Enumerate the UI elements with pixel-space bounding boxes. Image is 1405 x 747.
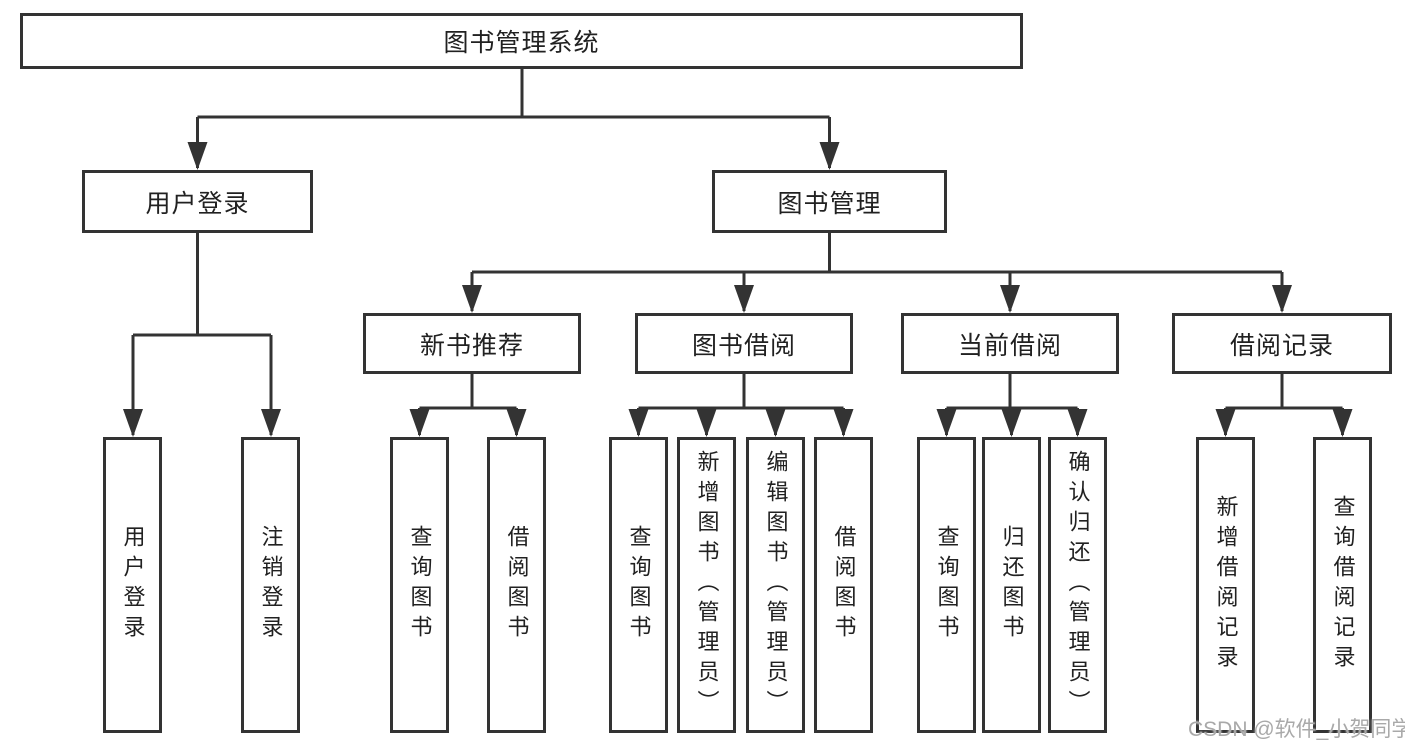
book-borrowing-connector: [628, 374, 854, 437]
arrow-down-icon: [1272, 285, 1292, 313]
leaf-label: 新增图书（管理员）: [694, 450, 720, 720]
node-root-library-system: 图书管理系统: [20, 13, 1023, 69]
node-new-book-recommendation: 新书推荐: [363, 313, 581, 374]
book-management-connector: [462, 233, 1292, 313]
node-book-borrowing: 图书借阅: [635, 313, 853, 374]
leaf-user-login: 用户登录: [103, 437, 162, 733]
leaf-query-borrowing-record: 查询借阅记录: [1313, 437, 1372, 733]
leaf-label: 归还图书: [999, 525, 1025, 645]
leaf-label: 注销登录: [258, 525, 284, 645]
leaf-query-books-recommend: 查询图书: [390, 437, 449, 733]
arrow-down-icon: [1067, 409, 1088, 437]
leaf-label: 借阅图书: [504, 525, 530, 645]
arrow-down-icon: [123, 409, 143, 437]
arrow-down-icon: [462, 285, 482, 313]
user-login-connector: [123, 233, 281, 437]
leaf-label: 新增借阅记录: [1213, 495, 1239, 675]
leaf-logout: 注销登录: [241, 437, 300, 733]
arrow-down-icon: [628, 409, 649, 437]
new-book-recommendation-connector-line: [418, 374, 518, 435]
leaf-label: 借阅图书: [831, 525, 857, 645]
node-borrowing-records: 借阅记录: [1172, 313, 1392, 374]
leaf-add-borrowing-record: 新增借阅记录: [1196, 437, 1255, 733]
new-book-recommendation-connector: [409, 374, 527, 437]
arrow-down-icon: [936, 409, 957, 437]
borrowing-records-connector: [1215, 374, 1353, 437]
arrow-down-icon: [1000, 285, 1020, 313]
leaf-label: 用户登录: [120, 525, 146, 645]
arrow-down-icon: [187, 142, 208, 170]
leaf-confirm-return-admin: 确认归还（管理员）: [1048, 437, 1107, 733]
leaf-query-books-current: 查询图书: [917, 437, 976, 733]
leaf-query-books-borrowing: 查询图书: [609, 437, 668, 733]
arrow-down-icon: [833, 409, 854, 437]
leaf-return-books: 归还图书: [982, 437, 1041, 733]
arrow-down-icon: [1001, 409, 1022, 437]
csdn-watermark: CSDN @软件_小贺同学: [1188, 718, 1405, 741]
leaf-add-books-admin: 新增图书（管理员）: [677, 437, 736, 733]
node-user-login: 用户登录: [82, 170, 313, 233]
user-login-connector-line: [131, 233, 273, 435]
leaf-label: 查询借阅记录: [1330, 495, 1356, 675]
arrow-down-icon: [409, 409, 430, 437]
arrow-down-icon: [734, 285, 754, 313]
leaf-edit-books-admin: 编辑图书（管理员）: [746, 437, 805, 733]
leaf-label: 查询图书: [626, 525, 652, 645]
arrow-down-icon: [261, 409, 281, 437]
arrow-down-icon: [819, 142, 840, 170]
node-book-management: 图书管理: [712, 170, 947, 233]
arrow-down-icon: [506, 409, 527, 437]
root-connector-line: [196, 69, 831, 168]
leaf-borrow-books-borrowing: 借阅图书: [814, 437, 873, 733]
book-borrowing-connector-line: [637, 374, 845, 435]
arrow-down-icon: [1332, 409, 1353, 437]
leaf-label: 确认归还（管理员）: [1065, 450, 1091, 720]
arrow-down-icon: [696, 409, 717, 437]
borrowing-records-connector-line: [1224, 374, 1344, 435]
node-current-borrowing: 当前借阅: [901, 313, 1119, 374]
leaf-borrow-books-recommend: 借阅图书: [487, 437, 546, 733]
current-borrowing-connector: [936, 374, 1088, 437]
leaf-label: 编辑图书（管理员）: [763, 450, 789, 720]
leaf-label: 查询图书: [934, 525, 960, 645]
arrow-down-icon: [1215, 409, 1236, 437]
leaf-label: 查询图书: [407, 525, 433, 645]
root-connector: [187, 69, 840, 170]
arrow-down-icon: [765, 409, 786, 437]
book-management-connector-line: [470, 233, 1284, 311]
